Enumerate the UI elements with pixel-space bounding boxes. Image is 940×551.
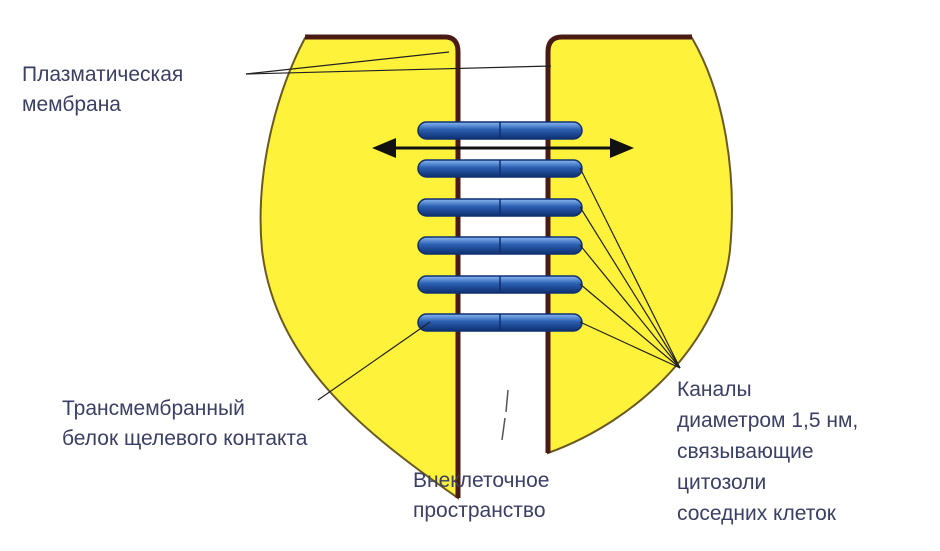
- channel: [418, 314, 582, 331]
- label-channels-line2: диаметром 1,5 нм,: [677, 405, 858, 436]
- label-transmembrane-protein-line1: Трансмембранный: [62, 394, 307, 424]
- label-transmembrane-protein-line2: белок щелевого контакта: [62, 424, 307, 454]
- channel: [418, 276, 582, 293]
- label-channels-line3: связывающие: [677, 436, 858, 467]
- label-channels-line5: соседних клеток: [677, 498, 858, 529]
- label-channels-line4: цитозоли: [677, 467, 858, 498]
- channel: [418, 122, 582, 139]
- label-plasma-membrane-line2: мембрана: [22, 90, 183, 120]
- label-plasma-membrane: Плазматическая мембрана: [22, 60, 183, 120]
- label-channels: Каналы диаметром 1,5 нм, связывающие цит…: [677, 374, 858, 529]
- label-extracellular-space: Внеклеточное пространство: [413, 466, 549, 526]
- label-extracellular-space-line1: Внеклеточное: [413, 466, 549, 496]
- channel: [418, 237, 582, 254]
- channel: [418, 160, 582, 177]
- label-plasma-membrane-line1: Плазматическая: [22, 60, 183, 90]
- extracellular-indicator: [502, 390, 508, 440]
- label-extracellular-space-line2: пространство: [413, 496, 549, 526]
- label-channels-line1: Каналы: [677, 374, 858, 405]
- channel: [418, 199, 582, 216]
- label-transmembrane-protein: Трансмембранный белок щелевого контакта: [62, 394, 307, 454]
